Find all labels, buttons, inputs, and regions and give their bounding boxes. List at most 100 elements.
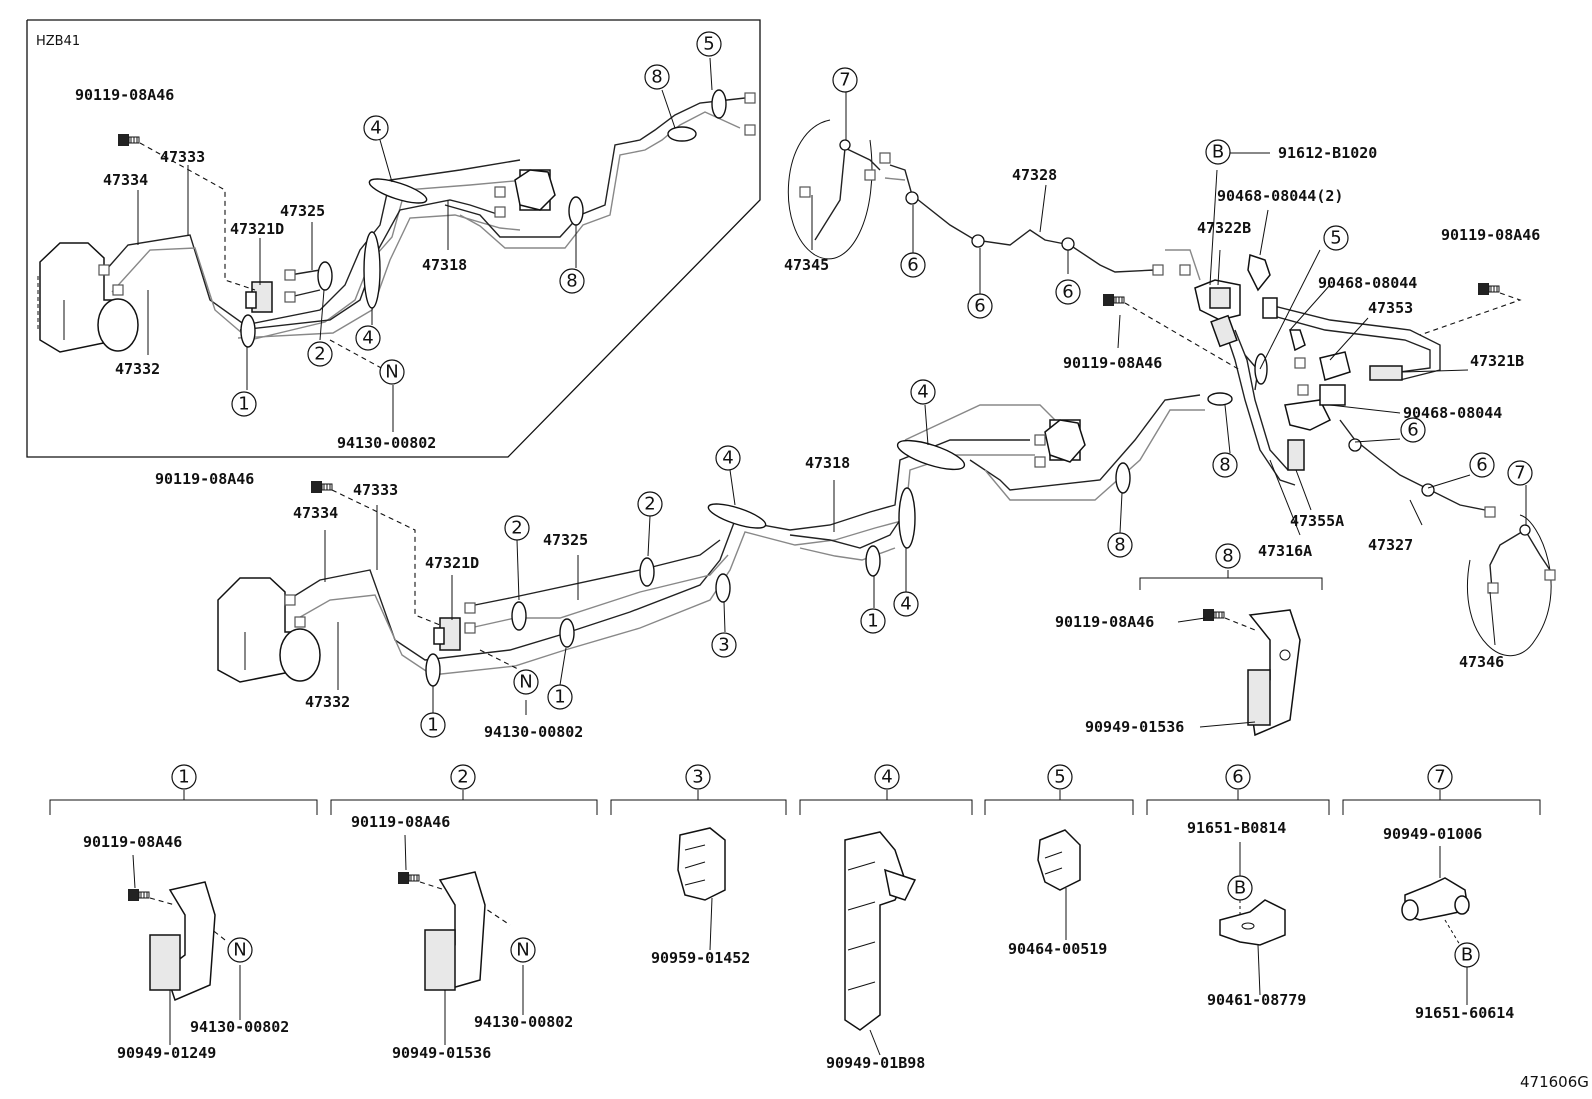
ref-1-inset: 1 <box>231 391 257 417</box>
svg-text:3: 3 <box>718 635 729 656</box>
svg-text:1: 1 <box>867 611 878 632</box>
ref-2-main-b: 2 <box>637 491 663 517</box>
svg-text:4: 4 <box>362 328 373 349</box>
label-90119-08a46-right: 90119-08A46 <box>1441 226 1540 244</box>
ref-1-detail: 1 <box>171 764 197 790</box>
label-47325-inset: 47325 <box>280 202 325 220</box>
label-47318-main: 47318 <box>805 454 850 472</box>
label-90959-01452: 90959-01452 <box>651 949 750 967</box>
svg-text:4: 4 <box>917 382 928 403</box>
svg-text:8: 8 <box>1114 535 1125 556</box>
ref-6-c: 6 <box>1055 279 1081 305</box>
label-90119-08a46-center: 90119-08A46 <box>1063 354 1162 372</box>
detail-1: 1 N 90119-08A46 94130-00802 90949-01249 <box>49 764 318 1062</box>
svg-text:6: 6 <box>907 255 918 276</box>
label-90468-08044-a: 90468-08044 <box>1318 274 1417 292</box>
svg-text:2: 2 <box>314 344 325 365</box>
ref-8-inset-a: 8 <box>559 268 585 294</box>
detail-7: 7 B 90949-01006 91651-60614 <box>1342 764 1541 1022</box>
svg-text:7: 7 <box>839 70 850 91</box>
label-47325-main: 47325 <box>543 531 588 549</box>
svg-text:N: N <box>519 672 532 693</box>
ref-4-main-c: 4 <box>893 591 919 617</box>
ref-3-main: 3 <box>711 632 737 658</box>
svg-text:1: 1 <box>427 715 438 736</box>
label-94130-00802-main: 94130-00802 <box>484 723 583 741</box>
svg-text:N: N <box>516 940 529 961</box>
ref-7-detail: 7 <box>1427 764 1453 790</box>
ref-4-main-b: 4 <box>910 379 936 405</box>
svg-text:4: 4 <box>722 448 733 469</box>
svg-text:8: 8 <box>1222 546 1233 567</box>
label-47334-main: 47334 <box>293 504 338 522</box>
ref-6-detail: 6 <box>1225 764 1251 790</box>
ref-6-a: 6 <box>900 252 926 278</box>
label-47353: 47353 <box>1368 299 1413 317</box>
svg-text:1: 1 <box>178 767 189 788</box>
label-47345: 47345 <box>784 256 829 274</box>
label-90949-01536-detail8: 90949-01536 <box>1085 718 1184 736</box>
ref-2-main-a: 2 <box>504 515 530 541</box>
label-90119-08a46-detail1: 90119-08A46 <box>83 833 182 851</box>
svg-text:5: 5 <box>703 34 714 55</box>
ref-7-right-wheel: 7 <box>1507 460 1533 486</box>
label-47318-inset: 47318 <box>422 256 467 274</box>
label-94130-00802-inset: 94130-00802 <box>337 434 436 452</box>
ref-2-inset: 2 <box>307 341 333 367</box>
ref-5-right: 5 <box>1323 225 1349 251</box>
svg-text:6: 6 <box>1407 420 1418 441</box>
svg-text:8: 8 <box>1219 455 1230 476</box>
svg-text:2: 2 <box>644 494 655 515</box>
ref-1-main-b: 1 <box>547 684 573 710</box>
svg-text:2: 2 <box>457 767 468 788</box>
ref-6-e: 6 <box>1469 452 1495 478</box>
label-47328: 47328 <box>1012 166 1057 184</box>
detail-5: 5 90464-00519 <box>984 764 1134 958</box>
inset-model-label: HZB41 <box>36 34 80 49</box>
svg-text:N: N <box>233 940 246 961</box>
label-47316a: 47316A <box>1258 542 1312 560</box>
label-94130-00802-detail1: 94130-00802 <box>190 1018 289 1036</box>
ref-b-detail6: B <box>1227 875 1253 901</box>
detail-3: 3 90959-01452 <box>610 764 787 967</box>
ref-7-left-wheel: 7 <box>832 67 858 93</box>
ref-6-d: 6 <box>1400 417 1426 443</box>
svg-text:6: 6 <box>1062 282 1073 303</box>
ref-b-top: B <box>1205 139 1231 165</box>
label-47321d-main: 47321D <box>425 554 479 572</box>
label-47332-inset: 47332 <box>115 360 160 378</box>
ref-n-detail2: N <box>510 937 536 963</box>
label-90464-00519: 90464-00519 <box>1008 940 1107 958</box>
label-90468-08044-b: 90468-08044 <box>1403 404 1502 422</box>
svg-text:4: 4 <box>370 118 381 139</box>
ref-8-right: 8 <box>1212 452 1238 478</box>
ref-4-main-a: 4 <box>715 445 741 471</box>
label-47322b: 47322B <box>1197 219 1251 237</box>
label-90949-01536-detail2: 90949-01536 <box>392 1044 491 1062</box>
ref-4-inset-a: 4 <box>363 115 389 141</box>
ref-n-detail1: N <box>227 937 253 963</box>
ref-8-detail: 8 <box>1215 543 1241 569</box>
label-94130-00802-detail2: 94130-00802 <box>474 1013 573 1031</box>
label-90949-01006: 90949-01006 <box>1383 825 1482 843</box>
label-90949-01b98: 90949-01B98 <box>826 1054 925 1072</box>
ref-3-detail: 3 <box>685 764 711 790</box>
label-47355a: 47355A <box>1290 512 1344 530</box>
ref-6-b: 6 <box>967 293 993 319</box>
svg-text:7: 7 <box>1434 767 1445 788</box>
svg-text:5: 5 <box>1330 228 1341 249</box>
svg-text:1: 1 <box>554 687 565 708</box>
label-90949-01249: 90949-01249 <box>117 1044 216 1062</box>
svg-text:6: 6 <box>1476 455 1487 476</box>
figure-id: 471606G <box>1520 1073 1589 1091</box>
ref-5-detail: 5 <box>1047 764 1073 790</box>
svg-text:B: B <box>1461 945 1473 966</box>
svg-text:1: 1 <box>238 394 249 415</box>
label-47333-inset: 47333 <box>160 148 205 166</box>
detail-6: 6 B 91651-B0814 90461-08779 <box>1146 764 1330 1009</box>
label-47321b: 47321B <box>1470 352 1524 370</box>
svg-text:B: B <box>1234 878 1246 899</box>
svg-text:4: 4 <box>900 594 911 615</box>
ref-1-main-a: 1 <box>860 608 886 634</box>
